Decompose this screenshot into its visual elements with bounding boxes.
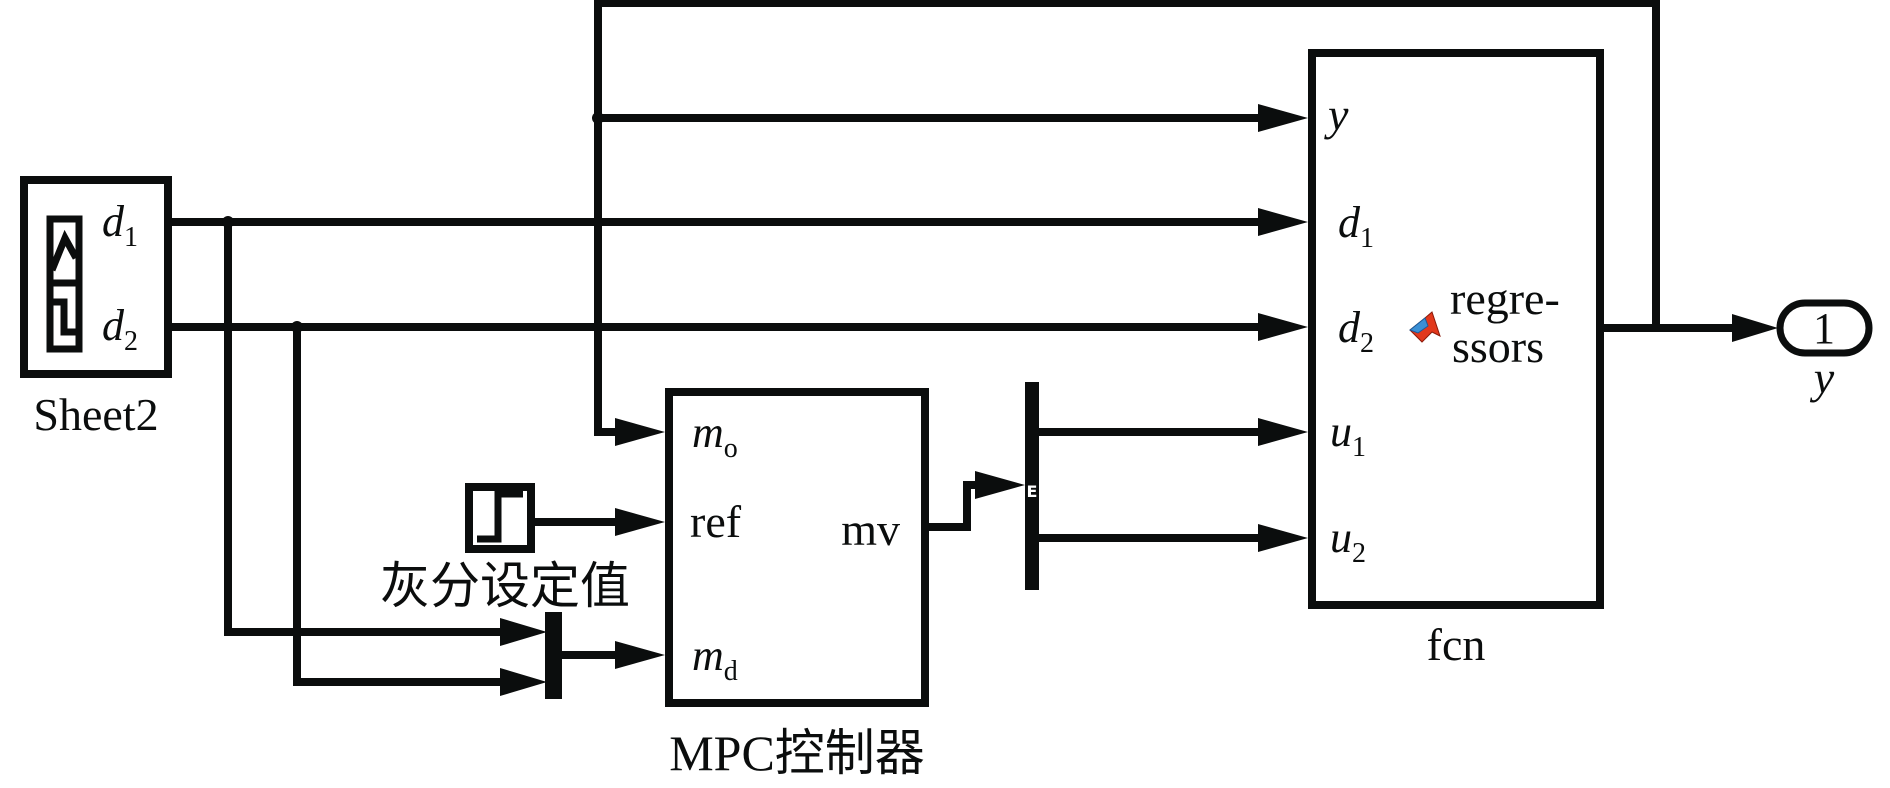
wire-d2-to-mux[interactable] [293, 327, 523, 686]
step-icon [477, 490, 523, 543]
junction-d2 [291, 321, 303, 333]
fcn-port-u1-label: u1 [1330, 407, 1366, 463]
signal-builder-block[interactable]: d1 d2 [20, 176, 172, 378]
arrowhead-fcn-d1 [1258, 208, 1308, 236]
fcn-output-regressors-line2: ssors [1452, 321, 1544, 372]
mpc-port-md-label: md [692, 631, 738, 687]
signal-builder-icon [46, 215, 83, 353]
arrowhead-mpc-md [615, 641, 665, 669]
demux-glyph: E [1027, 482, 1038, 501]
arrowhead-mux-in2 [500, 668, 547, 696]
arrowhead-demux-in [975, 471, 1025, 499]
arrowhead-outport [1732, 314, 1778, 342]
outport-number: 1 [1813, 304, 1835, 353]
mpc-port-ref-label: ref [690, 496, 742, 547]
junction-d1 [222, 216, 234, 228]
matlab-logo-icon [1409, 311, 1441, 343]
arrowheads [500, 104, 1778, 696]
wire-d1-to-mux[interactable] [224, 222, 523, 636]
step-block[interactable] [465, 483, 535, 553]
sheet2-port-d1-label: d1 [102, 197, 138, 253]
fcn-port-d1-label: d1 [1338, 198, 1374, 254]
demux-block[interactable]: E [1025, 382, 1039, 590]
arrowhead-fcn-u2 [1258, 524, 1308, 552]
arrowhead-fcn-u1 [1258, 418, 1308, 446]
fcn-output-regressors-line1: regre- [1450, 273, 1560, 324]
fcn-port-d2-label: d2 [1338, 303, 1374, 359]
arrowhead-fcn-d2 [1258, 313, 1308, 341]
mpc-block-label: MPC控制器 [669, 725, 925, 781]
fcn-block[interactable]: y d1 d2 u1 u2 regre- ssors [1308, 49, 1604, 609]
junction-y [592, 112, 604, 124]
outport-block[interactable]: 1 [1776, 299, 1873, 357]
step-block-label: 灰分设定值 [380, 558, 630, 614]
sheet2-block-label: Sheet2 [33, 389, 158, 440]
mpc-port-mv-label: mv [841, 504, 900, 555]
mpc-port-mo-label: mo [692, 408, 738, 464]
arrowhead-mpc-ref [615, 508, 665, 536]
arrowhead-mpc-mo [615, 418, 665, 446]
mpc-controller-block[interactable]: mo ref md mv [665, 388, 929, 707]
arrowhead-mux-in1 [500, 618, 547, 646]
fcn-port-u2-label: u2 [1330, 513, 1366, 569]
fcn-port-y-label: y [1324, 89, 1349, 140]
outport-label: y [1810, 352, 1835, 403]
sheet2-port-d2-label: d2 [102, 301, 138, 357]
mux-block[interactable] [545, 612, 562, 699]
fcn-block-label: fcn [1427, 619, 1486, 670]
arrowhead-fcn-y [1258, 104, 1308, 132]
